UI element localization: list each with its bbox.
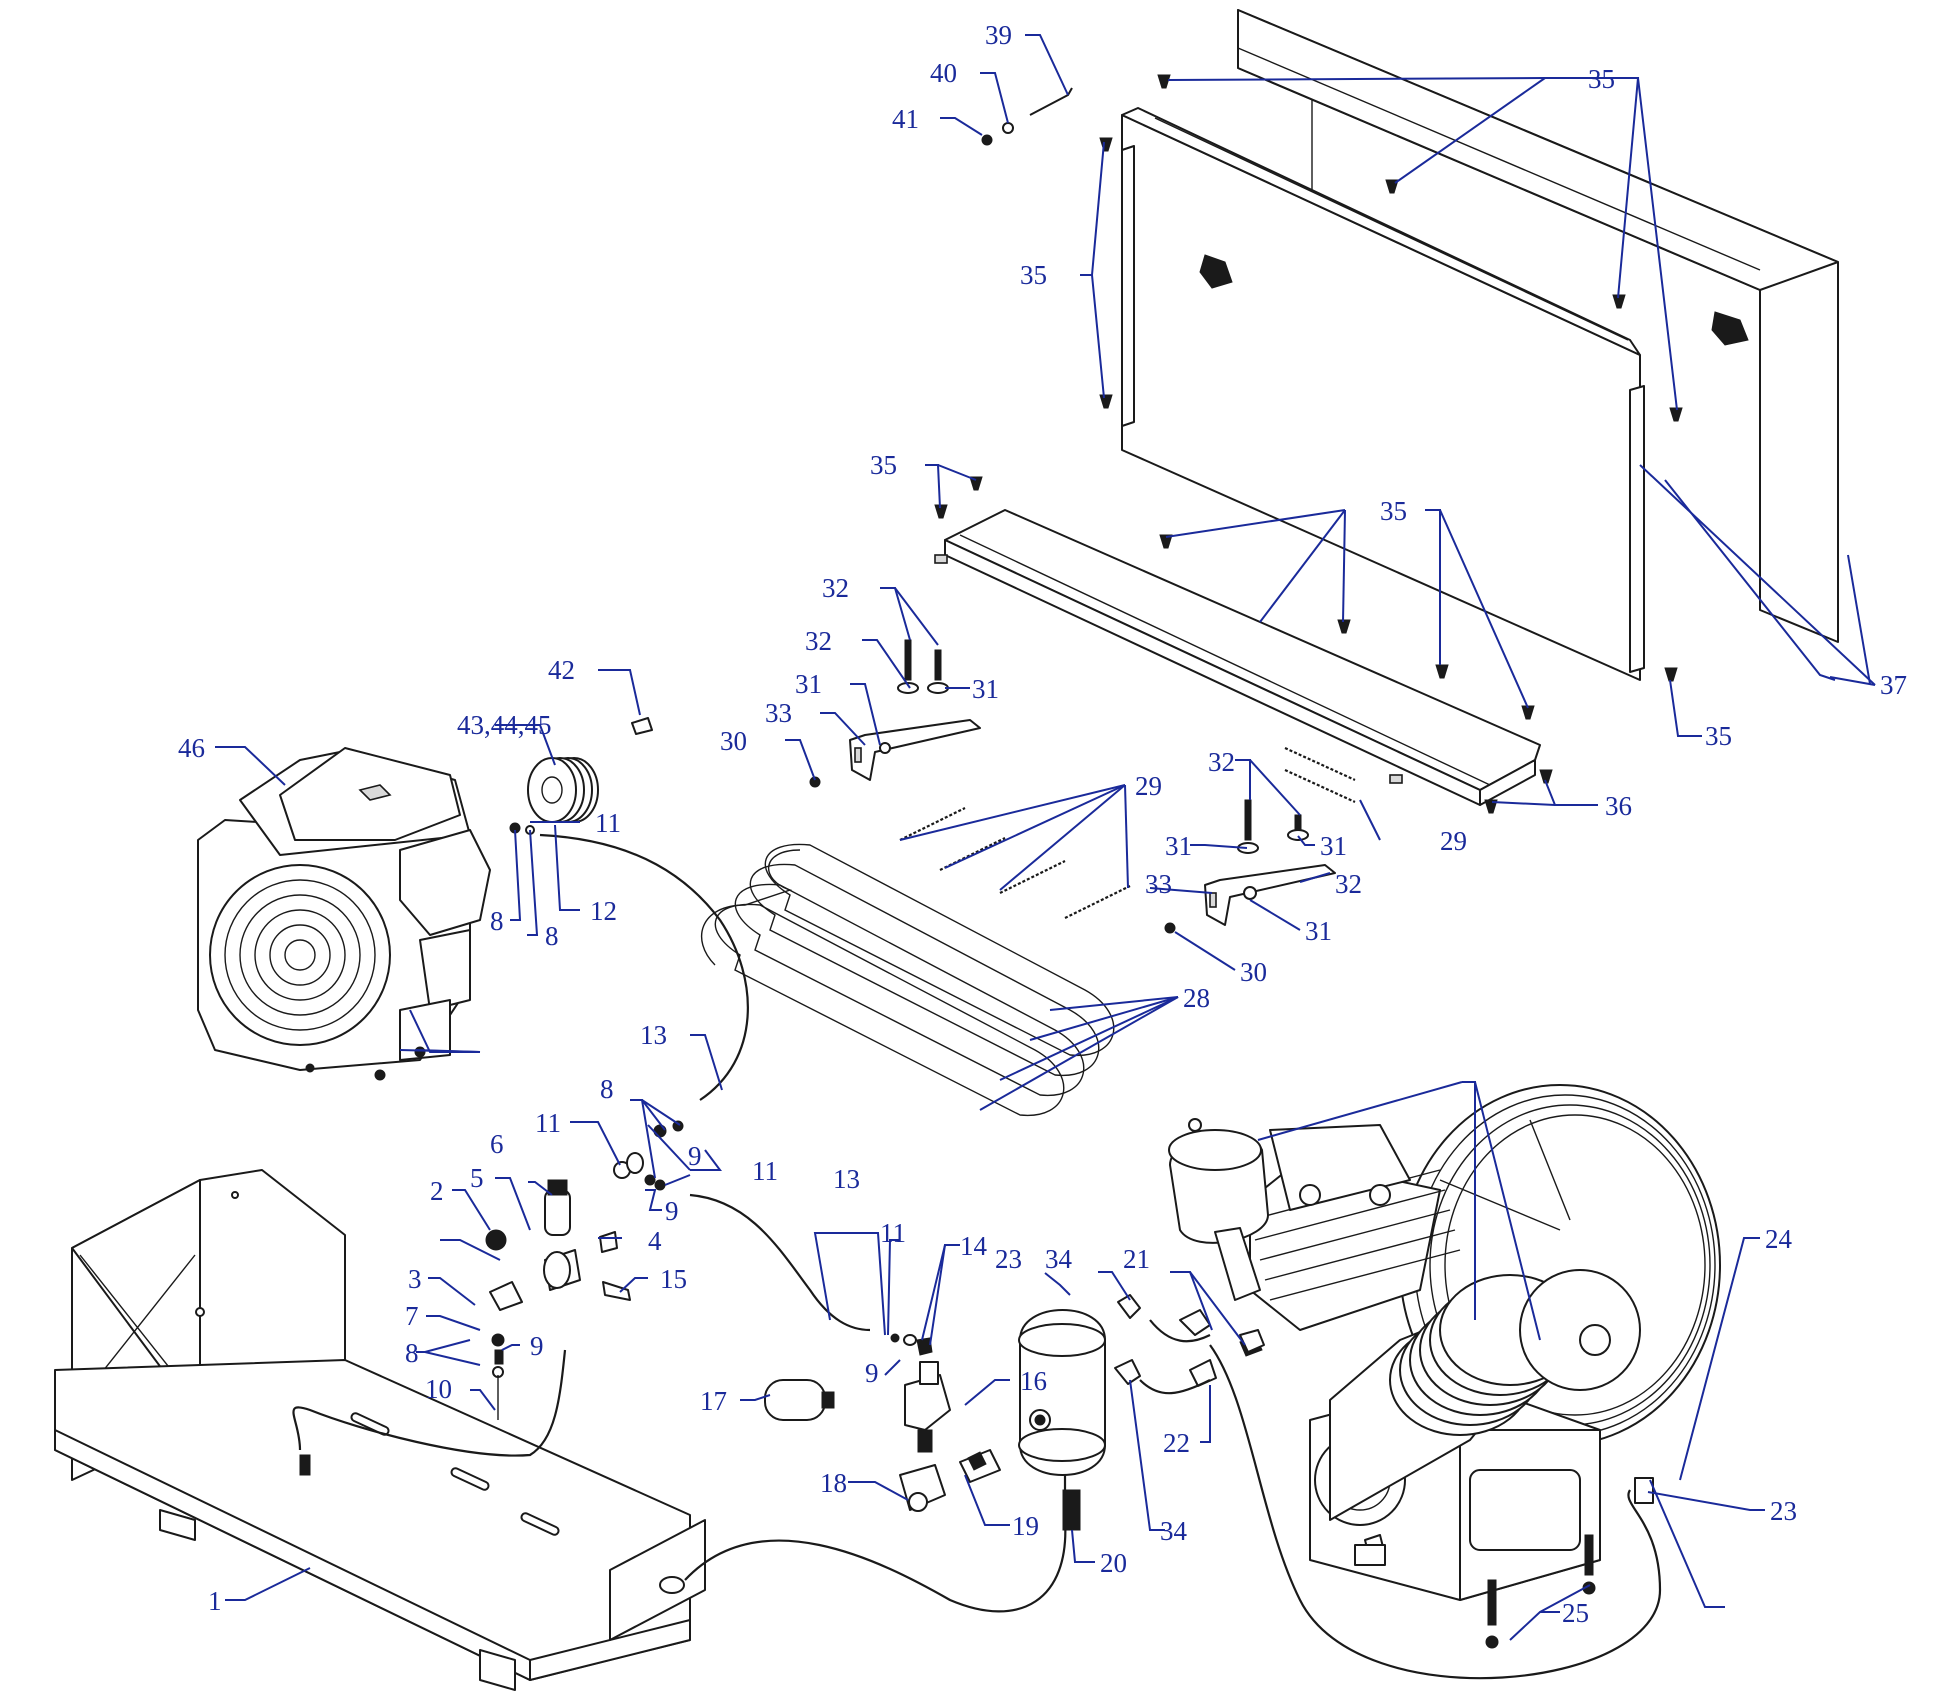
callout-31-a: 31	[972, 674, 999, 704]
callout-15: 14	[960, 1231, 988, 1261]
air-filter	[1168, 1118, 1269, 1301]
callout-1: 1	[208, 1586, 222, 1616]
bottom-channel	[934, 509, 1541, 806]
front-panel	[1121, 107, 1645, 681]
callout-12: 11	[535, 1108, 561, 1138]
callout-25: 24	[1765, 1224, 1793, 1254]
callout-5: 5	[470, 1163, 484, 1193]
callout-23-a: 22	[1163, 1428, 1190, 1458]
callout-2627: 25	[1562, 1598, 1589, 1628]
callout-18: 17	[700, 1386, 727, 1416]
callout-20: 19	[1012, 1511, 1039, 1541]
callout-40: 42	[548, 655, 575, 685]
callout-7: 7	[405, 1301, 419, 1331]
callout-9-c: 9	[665, 1196, 679, 1226]
callout-30-a: 30	[720, 726, 747, 756]
callout-8-a: 8	[545, 921, 559, 951]
bracket-left	[849, 719, 981, 781]
bracket-fasteners	[809, 639, 1309, 934]
leader-lines	[215, 34, 1876, 1641]
callout-9-a: 8	[490, 906, 504, 936]
callout-32-a: 32	[822, 573, 849, 603]
latch-hardware	[981, 87, 1073, 146]
callout-17: 16	[1020, 1366, 1047, 1396]
bracket-right	[1204, 864, 1336, 926]
enclosure-housing	[1237, 9, 1839, 643]
callout-11-b: 11	[752, 1156, 778, 1186]
callout-2: 2	[430, 1176, 444, 1206]
callout-16: 15	[660, 1264, 687, 1294]
base-frame	[54, 1169, 706, 1691]
key-40	[631, 717, 653, 735]
callout-13-b: 13	[640, 1020, 667, 1050]
callout-39: 41	[892, 104, 919, 134]
callout-31-e: 31	[1305, 916, 1332, 946]
callout-21: 20	[1100, 1548, 1127, 1578]
fittings-cluster	[485, 822, 933, 1420]
callout-36: 37	[1880, 670, 1907, 700]
callout-34-a: 34	[1045, 1244, 1073, 1274]
callout-11-c: 11	[880, 1218, 906, 1248]
callout-6: 6	[490, 1129, 504, 1159]
engine-pulley	[527, 757, 599, 823]
callout-10: 10	[425, 1374, 452, 1404]
callout-35-channel: 35	[870, 450, 897, 480]
callout-3: 3	[408, 1264, 422, 1294]
callout-8-b: 8	[600, 1074, 614, 1104]
engine	[197, 747, 491, 1081]
callout-38: 40	[930, 58, 957, 88]
callout-31-b: 31	[795, 669, 822, 699]
callout-34-b: 34	[1160, 1516, 1188, 1546]
callout-29-a: 29	[1135, 771, 1162, 801]
callout-33-b: 33	[1145, 869, 1172, 899]
callout-35-right: 35	[1705, 721, 1732, 751]
callout-35-top: 35	[1588, 64, 1615, 94]
callout-13-a: 12	[590, 896, 617, 926]
callout-35-bottom: 36	[1605, 791, 1632, 821]
callout-42: 46	[178, 733, 205, 763]
callout-35-left: 35	[1020, 260, 1047, 290]
callout-35-mid: 35	[1380, 496, 1407, 526]
callout-41: 43,44,45	[457, 710, 552, 740]
receiver-tank	[1018, 1294, 1141, 1476]
springs	[899, 746, 1356, 919]
drive-belts	[700, 843, 1115, 1116]
callout-9-b: 9	[688, 1141, 702, 1171]
callout-32-d: 32	[1335, 869, 1362, 899]
callout-37: 39	[985, 20, 1012, 50]
piping	[764, 1309, 1654, 1531]
callout-11-a: 11	[595, 808, 621, 838]
callout-8-c: 8	[405, 1338, 419, 1368]
callout-23-b: 23	[1770, 1496, 1797, 1526]
compressor-pump	[1249, 1124, 1641, 1649]
callout-31-c: 31	[1165, 831, 1192, 861]
callout-33-a: 33	[765, 698, 792, 728]
callout-30-b: 30	[1240, 957, 1267, 987]
callout-24: 23	[995, 1244, 1022, 1274]
callout-9-d: 9	[530, 1331, 544, 1361]
callout-9-e: 9	[865, 1358, 879, 1388]
callout-29-b: 29	[1440, 826, 1467, 856]
callout-14: 13	[833, 1164, 860, 1194]
callout-22: 21	[1123, 1244, 1150, 1274]
callout-32-c: 32	[1208, 747, 1235, 777]
hoses	[292, 833, 1662, 1680]
callout-4: 4	[648, 1226, 662, 1256]
callout-19: 18	[820, 1468, 847, 1498]
callout-labels: 39 40 41 35 35 35 35 35 36 37 32 31 32 3…	[178, 20, 1907, 1628]
callout-28: 28	[1183, 983, 1210, 1013]
callout-32-b: 32	[805, 626, 832, 656]
callout-31-d: 31	[1320, 831, 1347, 861]
